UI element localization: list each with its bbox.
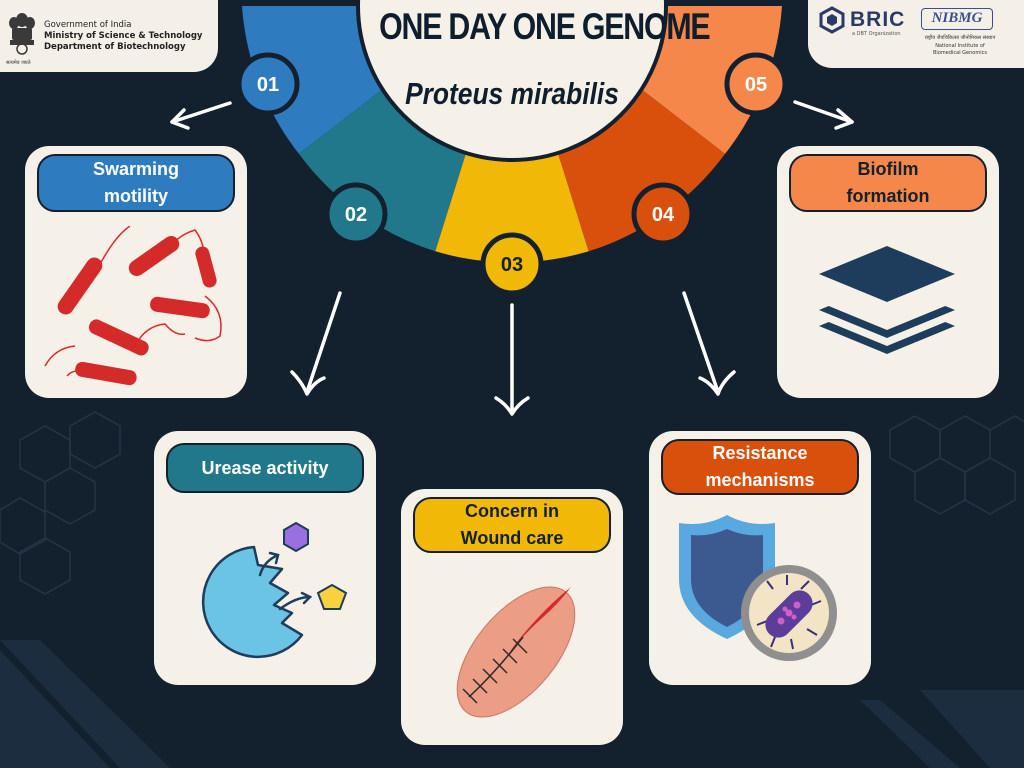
gov-line-1: Government of India xyxy=(44,19,132,30)
card-biofilm-formation: Biofilm formation xyxy=(777,146,999,398)
badge-03-label: 03 xyxy=(501,254,523,276)
bric-subtitle: a DBT Organization xyxy=(852,31,901,37)
arrow-05-icon xyxy=(793,100,854,130)
badge-05 xyxy=(724,52,788,116)
label-wound-care: Concern in Wound care xyxy=(413,497,611,553)
arrow-01-icon xyxy=(170,101,232,130)
badge-04 xyxy=(631,182,695,246)
bric-logo-text: BRIC xyxy=(850,8,906,31)
enzyme-icon xyxy=(201,521,348,659)
card-resistance-mechanisms: Resistance mechanisms xyxy=(649,431,871,685)
badge-05-label: 05 xyxy=(745,74,767,96)
segment-03 xyxy=(435,131,589,263)
bacteria-icon xyxy=(44,226,222,386)
nibmg-name-line-2: Biomedical Genomics xyxy=(933,50,987,56)
label-line-1: Concern in xyxy=(464,501,559,521)
card-urease-activity: Urease activity xyxy=(154,431,376,685)
organism-name: Proteus mirabilis xyxy=(405,76,619,111)
label-urease-activity: Urease activity xyxy=(166,443,364,493)
arrow-02-icon xyxy=(290,291,342,396)
center-circle xyxy=(356,0,668,162)
badge-01-label: 01 xyxy=(257,74,279,96)
card-wound-care: Concern in Wound care xyxy=(401,489,623,745)
label-line-2: Wound care xyxy=(460,528,564,548)
nibmg-hindi-name: राष्ट्रीय जैवचिकित्सा जीनोमिकस संस्थान xyxy=(924,35,996,41)
layers-icon xyxy=(819,246,955,354)
label-line-2: motility xyxy=(103,186,168,206)
badge-02-label: 02 xyxy=(345,204,367,226)
partner-logo-panel: BRIC a DBT Organization NIBMG राष्ट्रीय … xyxy=(808,0,1024,68)
emblem-icon xyxy=(9,13,35,55)
gov-logo-panel: Government of India Ministry of Science … xyxy=(0,0,218,72)
bric-logo-icon xyxy=(819,6,845,34)
arrows-layer xyxy=(170,100,854,416)
wound-icon xyxy=(456,586,576,718)
label-line-1: Biofilm xyxy=(857,159,919,179)
label-line-1: Swarming xyxy=(92,159,180,179)
badge-04-label: 04 xyxy=(652,204,675,226)
arrow-03-icon xyxy=(494,303,530,416)
segment-01 xyxy=(242,6,399,154)
label-line-2: mechanisms xyxy=(705,470,815,490)
arrow-04-icon xyxy=(682,291,736,396)
label-line-1: Urease activity xyxy=(201,457,329,478)
segment-05 xyxy=(625,6,782,154)
gov-line-3: Department of Biotechnology xyxy=(44,41,186,52)
shield-icon xyxy=(679,515,837,661)
label-biofilm-formation: Biofilm formation xyxy=(789,154,987,212)
nibmg-logo: NIBMG xyxy=(921,8,993,30)
badge-03 xyxy=(480,232,544,296)
badge-01 xyxy=(236,52,300,116)
gov-line-2: Ministry of Science & Technology xyxy=(44,30,203,41)
label-line-2: formation xyxy=(846,186,930,206)
badge-02 xyxy=(324,182,388,246)
card-swarming-motility: Swarming motility xyxy=(25,146,247,398)
label-line-1: Resistance xyxy=(712,443,808,463)
label-resistance-mechanisms: Resistance mechanisms xyxy=(661,439,859,495)
label-swarming-motility: Swarming motility xyxy=(37,154,235,212)
genome-wheel: 01 02 03 04 05 xyxy=(236,0,788,296)
emblem-motto: सत्यमेव जयते xyxy=(6,60,31,66)
nibmg-name-line-1: National Institute of xyxy=(935,43,985,49)
